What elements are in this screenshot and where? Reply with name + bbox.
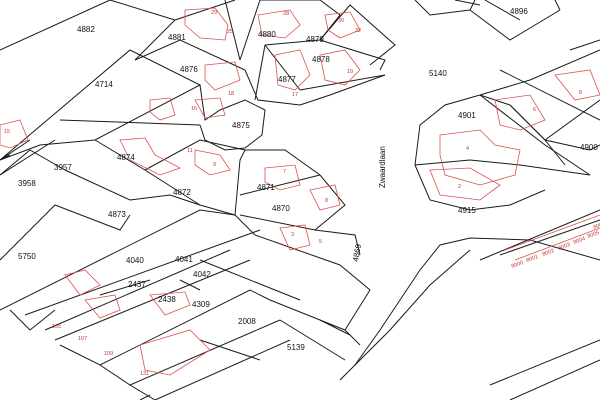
parcel-label[interactable]: 4878: [312, 55, 330, 64]
building-label: 8002: [542, 248, 556, 258]
building-label: 8: [579, 90, 582, 96]
building-label: 17: [292, 92, 298, 98]
parcel-label[interactable]: 4874: [117, 153, 135, 162]
building-label: 28: [283, 11, 289, 17]
building-label: 8: [325, 198, 328, 204]
parcel-label[interactable]: 4309: [192, 300, 210, 309]
building-label: 7: [283, 169, 286, 175]
building-label: 131: [140, 371, 149, 377]
building-label: 6: [533, 107, 536, 113]
parcel-label[interactable]: 4881: [168, 33, 186, 42]
building-label: 30: [338, 18, 344, 24]
building-label: 107: [78, 336, 87, 342]
parcel-label[interactable]: 2008: [238, 317, 256, 326]
parcel-label[interactable]: 4040: [126, 256, 144, 265]
parcel-label[interactable]: 5750: [18, 252, 36, 261]
parcel-label[interactable]: 3958: [18, 179, 36, 188]
parcel-label[interactable]: 4041: [175, 255, 193, 264]
building-outlines: [0, 7, 600, 376]
building-labels: 29 28 30 32 25 17 18 19 16 11 9 7 8 3 5 …: [4, 10, 600, 377]
building-label: 105: [52, 324, 61, 330]
parcel-label[interactable]: 2437: [128, 280, 146, 289]
parcel-label[interactable]: 4879: [306, 35, 324, 44]
parcel-label[interactable]: 4882: [77, 25, 95, 34]
building-label: 9: [213, 162, 216, 168]
parcel-label[interactable]: 4870: [272, 204, 290, 213]
parcel-label[interactable]: 4880: [258, 30, 276, 39]
building-label: 15: [4, 129, 10, 135]
building-label: 2: [458, 184, 461, 190]
building-label: 3: [291, 232, 294, 238]
building-label: 19: [347, 69, 353, 75]
parcel-label[interactable]: 4875: [232, 121, 250, 130]
parcel-label[interactable]: 4873: [108, 210, 126, 219]
building-label: 25: [227, 29, 233, 35]
parcel-label[interactable]: 2438: [158, 295, 176, 304]
building-label: 109: [104, 351, 113, 357]
parcel-label[interactable]: 4900: [580, 143, 598, 152]
building-label: 8003: [558, 242, 572, 252]
building-label: 11: [187, 148, 193, 154]
building-label: 8006: [593, 221, 600, 231]
parcel-label[interactable]: 5140: [429, 69, 447, 78]
building-label: 8000: [511, 260, 525, 270]
parcel-label[interactable]: 3957: [54, 163, 72, 172]
building-label: 16: [191, 106, 197, 112]
parcel-label[interactable]: 4877: [278, 75, 296, 84]
parcel-label[interactable]: 4896: [510, 7, 528, 16]
building-label: 32: [355, 28, 361, 34]
parcel-label[interactable]: 4714: [95, 80, 113, 89]
building-label: 4: [466, 146, 469, 152]
building-label: 8001: [526, 254, 540, 264]
parcel-label[interactable]: 4876: [180, 65, 198, 74]
street-label: Zwaardlaan: [378, 146, 387, 188]
parcel-label[interactable]: 4871: [257, 183, 275, 192]
parcel-label[interactable]: 4872: [173, 188, 191, 197]
parcel-label[interactable]: 4915: [458, 206, 476, 215]
building-label: 8005: [587, 230, 600, 240]
building-label: 29: [211, 10, 217, 16]
building-label: 18: [228, 91, 234, 97]
parcel-label[interactable]: 4869: [351, 243, 363, 263]
building-label: 5: [319, 239, 322, 245]
parcel-labels: 4882 4881 4880 4879 4878 4877 4876 4714 …: [18, 7, 598, 352]
parcel-label[interactable]: 4042: [193, 270, 211, 279]
parcel-label[interactable]: 4901: [458, 111, 476, 120]
building-label: 8004: [573, 236, 587, 246]
parcel-label[interactable]: 5139: [287, 343, 305, 352]
